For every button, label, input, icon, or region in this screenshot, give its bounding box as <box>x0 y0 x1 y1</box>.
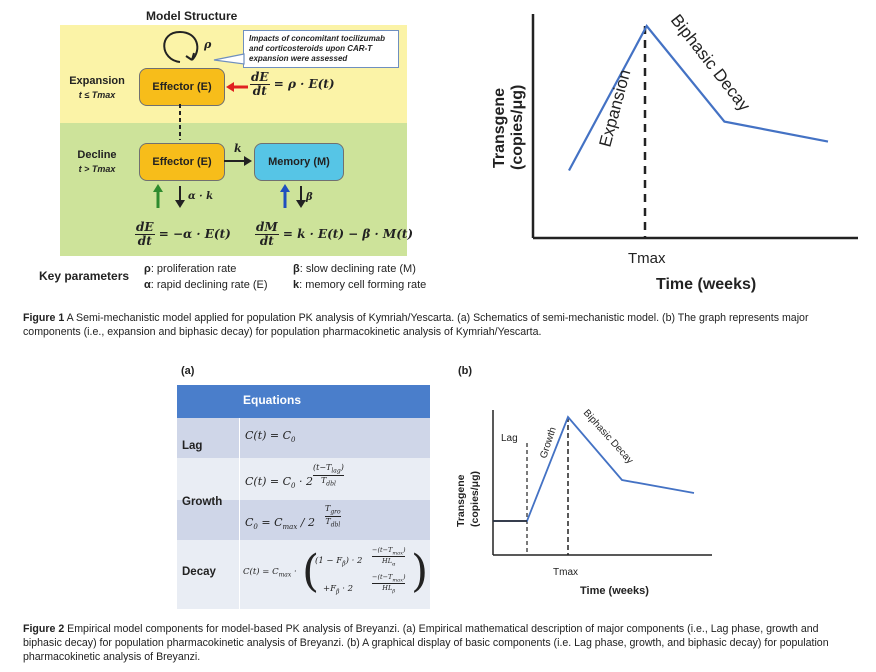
f2-series-line <box>493 415 695 522</box>
table-row-growth-1: C(t) = C0 · 2 (t−Tlag) Tdbl <box>177 458 430 500</box>
param-k: k: memory cell forming rate <box>293 279 427 291</box>
table-column-divider <box>239 418 240 609</box>
decline-label: Decline <box>77 149 117 161</box>
f1-y-label-line1: Transgene <box>491 88 508 168</box>
row-label-growth: Growth <box>182 496 223 508</box>
expansion-condition: t ≤ Tmax <box>78 90 116 100</box>
k-label: k <box>234 142 242 155</box>
f1-x-label: Time (weeks) <box>656 276 756 293</box>
f1-y-label-line2: (copies/μg) <box>509 85 526 170</box>
table-row-lag: Lag C(t) = C0 <box>177 418 430 458</box>
callout-line-2: and corticosteroids upon CAR-T <box>249 44 373 53</box>
row-label-decay: Decay <box>182 566 216 578</box>
figure1-graph: Expansion Biphasic Decay Tmax Time (week… <box>491 11 858 293</box>
f2-y-label-line2: (copies/μg) <box>469 471 481 527</box>
f1-biphasic-label: Biphasic Decay <box>667 11 754 115</box>
decay-exp-2: −(t−Tmax) HLβ <box>372 573 406 595</box>
k-arrow-icon <box>224 156 252 166</box>
table-header: Equations <box>177 385 430 418</box>
decay-paren-left: ( <box>302 546 320 597</box>
decay-term-2: +Fβ · 2 <box>323 584 354 596</box>
table-header-label: Equations <box>243 393 302 407</box>
equations-table: Equations Lag C(t) = C0 C(t) = C0 · 2 (t… <box>177 385 430 609</box>
figure2-caption: Figure 2 Empirical model components for … <box>23 623 829 663</box>
growth-exponent-2: Tgro Tdbl <box>325 504 341 529</box>
decline-band <box>60 123 407 256</box>
decay-paren-right: ) <box>411 546 429 597</box>
key-parameters-title: Key parameters <box>39 269 130 283</box>
decay-exp-1: −(t−Tmax) HLα <box>372 546 406 568</box>
callout-pointer <box>213 53 245 65</box>
dashed-connector <box>179 104 181 140</box>
memory-flow-arrows <box>280 184 306 208</box>
decay-term-1: (1 − Fβ) · 2 <box>315 556 363 568</box>
decay-equation-lhs: C(t) = Cmax · <box>243 567 297 579</box>
f2-decay-label: Biphasic Decay <box>581 408 635 467</box>
diagram-title: Model Structure <box>146 9 238 23</box>
effector-box-decline: Effector (E) <box>139 143 225 181</box>
f1-series-line <box>568 24 829 172</box>
figure1-caption: Figure 1 A Semi-mechanistic model applie… <box>23 312 809 338</box>
expansion-phase-label: Expansion t ≤ Tmax <box>62 74 132 102</box>
expansion-label: Expansion <box>69 75 125 87</box>
f2-growth-label: Growth <box>538 426 558 460</box>
decline-phase-label: Decline t > Tmax <box>62 148 132 176</box>
f2-y-label-line1: Transgene <box>455 474 467 527</box>
table-row-growth-2: Growth C0 = Cmax / 2 Tgro Tdbl <box>177 496 430 540</box>
table-row-decay: Decay C(t) = Cmax · ( (1 − Fβ) · 2 −(t−T… <box>177 540 430 609</box>
fig2-panel-b-label: (b) <box>458 365 473 377</box>
param-alpha: α: rapid declining rate (E) <box>144 279 268 291</box>
callout-line-3: expansion were assessed <box>249 54 348 63</box>
param-beta: β: slow declining rate (M) <box>293 263 416 275</box>
lag-equation: C(t) = C0 <box>245 429 296 445</box>
self-loop-arrow <box>163 30 199 63</box>
growth-exponent-1: (t−Tlag) Tdbl <box>313 463 344 488</box>
callout-line-1: Impacts of concomitant tocilizumab <box>249 34 386 43</box>
alpha-k-label: α · k <box>188 191 214 202</box>
effector-box-expansion: Effector (E) <box>139 68 225 106</box>
param-rho: ρ: proliferation rate <box>144 263 237 275</box>
red-arrow-icon <box>226 82 248 92</box>
f2-tmax-label: Tmax <box>553 567 578 578</box>
fig2-panel-a-label: (a) <box>181 365 195 377</box>
beta-label: β <box>306 192 313 203</box>
growth-equation-2: C0 = Cmax / 2 <box>245 516 315 532</box>
effector-flow-arrows <box>153 184 185 208</box>
f2-lag-label: Lag <box>501 433 518 444</box>
memory-box: Memory (M) <box>254 143 344 181</box>
f2-x-label: Time (weeks) <box>580 585 649 597</box>
row-label-lag: Lag <box>182 440 203 452</box>
rho-loop-label: ρ <box>204 38 212 51</box>
growth-equation-1: C(t) = C0 · 2 <box>245 475 314 491</box>
figure2-graph: Lag Growth Biphasic Decay Tmax Time (wee… <box>455 408 712 597</box>
decline-condition: t > Tmax <box>78 164 116 174</box>
callout-box: Impacts of concomitant tocilizumab and c… <box>243 30 399 68</box>
f1-tmax-label: Tmax <box>628 250 666 267</box>
